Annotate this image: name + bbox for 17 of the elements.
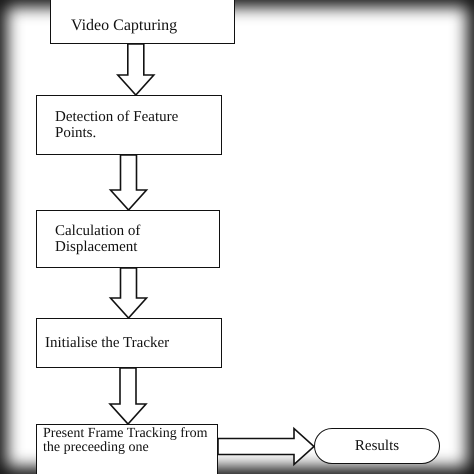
box-label: Calculation of Displacement — [55, 222, 142, 256]
block-arrow — [108, 367, 148, 426]
box-label: Results — [354, 438, 400, 454]
process-box — [36, 95, 222, 155]
process-box — [36, 318, 222, 368]
process-box — [36, 210, 220, 268]
box-label: Present Frame Tracking from the preceeding one — [43, 427, 208, 456]
box-label: Initialise the Tracker — [45, 334, 170, 352]
block-arrow — [108, 267, 148, 320]
process-box — [50, 0, 235, 44]
terminal-box — [314, 428, 440, 464]
block-arrow — [116, 43, 156, 96]
box-label: Detection of Feature Points. — [55, 108, 180, 142]
process-box — [36, 424, 218, 474]
block-arrow — [108, 154, 148, 212]
block-arrow — [217, 426, 316, 466]
box-label: Video Capturing — [71, 17, 178, 35]
